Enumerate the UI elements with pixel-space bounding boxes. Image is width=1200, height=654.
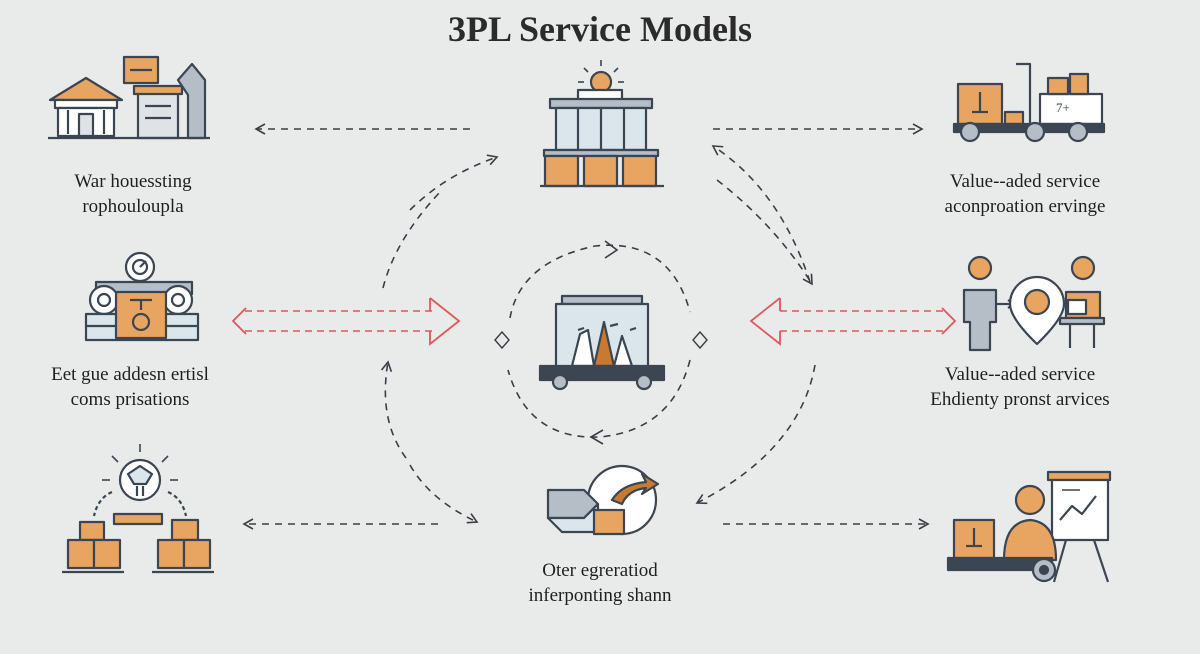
bottom-center-line2: inferponting shann	[528, 585, 672, 606]
svg-text:7+: 7+	[1056, 100, 1070, 115]
presentation-icon	[946, 470, 1112, 583]
idea-boxes-icon	[62, 444, 214, 574]
red-arrowhead-right-in	[749, 297, 781, 346]
people-location-icon	[962, 255, 1106, 352]
value-added-mid-line2: Ehdienty pronst arvices	[930, 389, 1110, 410]
value-added-top-label: Value--aded service aconproation ervinge	[910, 169, 1140, 219]
arc-right-lower	[695, 364, 816, 505]
arc-left-upper-dash	[382, 191, 441, 289]
distribution-center-icon	[540, 60, 664, 188]
diamond-left	[494, 330, 510, 350]
red-arrowhead-left-out	[231, 307, 247, 335]
inner-chevron-bottom	[589, 429, 604, 445]
value-added-mid-line1: Value--aded service	[944, 364, 1096, 385]
arc-left-upper	[409, 154, 499, 211]
arc-left-lower	[409, 464, 479, 524]
inner-cycle-bottom	[507, 359, 691, 438]
bottom-center-label: Oter egreratiod inferponting shann	[490, 558, 710, 608]
value-added-top-line2: aconproation ervinge	[944, 196, 1106, 217]
left-middle-line2: coms prisations	[70, 389, 190, 410]
arc-left-lower-2	[380, 360, 407, 459]
left-middle-label: Eet gue addesn ertisl coms prisations	[10, 362, 250, 412]
left-middle-line1: Eet gue addesn ertisl	[51, 364, 209, 385]
warehousing-label: War houessting rophouloupla	[28, 169, 238, 219]
integration-icon	[546, 464, 660, 536]
warehousing-label-line2: rophouloupla	[82, 196, 184, 217]
arc-right-upper	[711, 145, 811, 283]
forklift-truck-icon: 7+	[952, 62, 1106, 143]
arc-right-upper-2	[716, 179, 813, 286]
value-added-top-line1: Value--aded service	[949, 171, 1101, 192]
inner-chevron-top	[604, 240, 619, 259]
value-added-mid-label: Value--aded service Ehdienty pronst arvi…	[900, 362, 1140, 412]
diamond-right	[692, 330, 708, 350]
warehousing-label-line1: War houessting	[74, 171, 192, 192]
inner-cycle-top	[509, 244, 691, 319]
red-arrowhead-right-out	[941, 307, 957, 335]
warehouse-icon	[48, 55, 210, 140]
bottom-center-line1: Oter egreratiod	[542, 560, 658, 581]
cart-icon	[538, 294, 666, 391]
diagram-title: 3PL Service Models	[448, 9, 752, 49]
conveyor-machine-icon	[84, 251, 200, 342]
red-arrowhead-left-in	[429, 297, 461, 346]
